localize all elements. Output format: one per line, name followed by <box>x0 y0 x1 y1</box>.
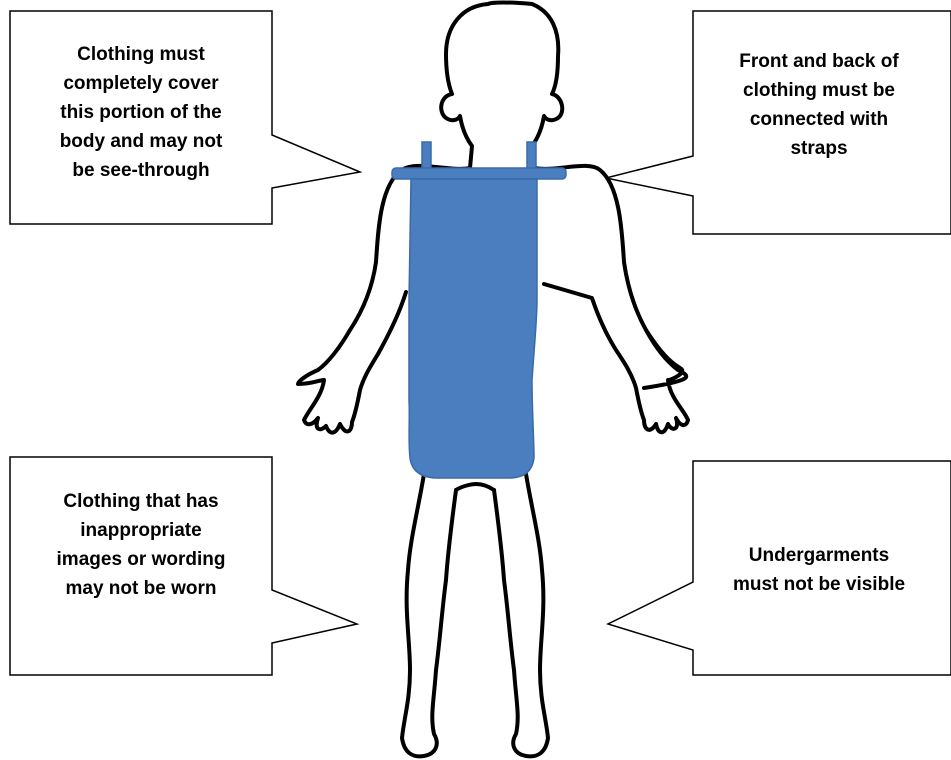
garment-body <box>409 179 537 478</box>
left-leg-outline <box>402 474 456 756</box>
callout-text-inappropriate-images: Clothing that has inappropriate images o… <box>12 470 270 620</box>
right-leg-outline <box>494 474 548 756</box>
inner-leg-outline <box>456 484 494 490</box>
callout-text-straps: Front and back of clothing must be conne… <box>694 30 944 180</box>
head-outline <box>441 3 562 169</box>
callout-text-coverage: Clothing must completely cover this port… <box>12 22 270 202</box>
garment <box>392 142 566 478</box>
callout-text-undergarments: Undergarments must not be visible <box>694 530 944 610</box>
shoulder-band <box>392 168 566 179</box>
right-arm-outline <box>534 166 688 432</box>
